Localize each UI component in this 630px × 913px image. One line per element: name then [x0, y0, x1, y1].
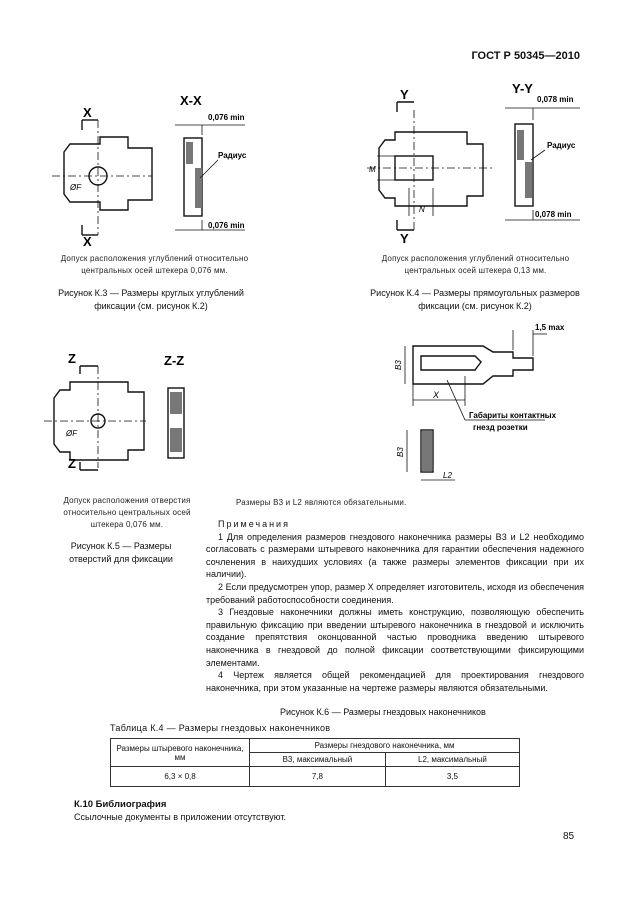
table-cell: 6,3 × 0,8 [109, 766, 251, 787]
caption-k5: Рисунок К.5 — Размеры отверстий для фикс… [69, 541, 173, 564]
dim-15-k6: 1,5 max [535, 323, 565, 332]
diameter-label-k3: ØF [69, 183, 82, 192]
caption-k3: Рисунок К.3 — Размеры круглых углублений… [58, 288, 244, 311]
bibliography-heading: К.10 Библиография [74, 799, 167, 810]
diameter-label-k5: ØF [65, 429, 78, 438]
note-k5: Допуск расположения отверстия относитель… [63, 496, 191, 529]
section-marker-z-top: Z [68, 351, 76, 366]
contact-label-line2: гнезд розетки [473, 423, 528, 432]
section-marker-y-bottom: Y [400, 231, 409, 246]
radius-label-k3: Радиус [218, 151, 247, 160]
mandatory-note-k6: Размеры B3 и L2 являются обязательными. [236, 498, 407, 507]
table-col2-header: B3, максимальный [249, 752, 386, 767]
table-cell: 7,8 [249, 766, 386, 787]
dim-top-k4: 0,078 min [537, 95, 574, 104]
caption-k6: Рисунок К.6 — Размеры гнездовых наконечн… [280, 707, 486, 717]
table-col3-header: L2, максимальный [384, 752, 521, 767]
note-1: 1 Для определения размеров гнездового на… [206, 531, 584, 580]
dim-x-k6: X [432, 390, 440, 400]
figure-k3-drawing: X X X-X 0,076 min 0,076 min Радиус ØF [52, 93, 247, 249]
section-marker-z-bottom: Z [68, 456, 76, 471]
notes-heading: Примечания [218, 519, 290, 529]
note-k4: Допуск расположения углублений относител… [381, 254, 570, 275]
note-3: 3 Гнездовые наконечники должны иметь кон… [206, 607, 584, 668]
dim-b3-bottom-k6: B3 [396, 447, 405, 457]
figure-k5-drawing: Z Z Z-Z ØF [44, 351, 185, 471]
document-id: ГОСТ Р 50345—2010 [471, 50, 580, 62]
figure-k4-drawing: Y Y Y-Y 0,078 min 0,078 min Радиус M N [367, 81, 580, 246]
dim-m-k4: M [369, 165, 376, 174]
caption-k4: Рисунок К.4 — Размеры прямоугольных разм… [370, 288, 580, 311]
bibliography-text: Ссылочные документы в приложении отсутст… [74, 812, 286, 822]
section-marker-x-top: X [83, 105, 92, 120]
section-title-yy: Y-Y [512, 81, 533, 96]
table-col1-header: Размеры штыревого наконечника, мм [109, 738, 251, 767]
dim-bottom-k4: 0,078 min [535, 210, 572, 219]
table-title: Таблица К.4 — Размеры гнездовых наконечн… [110, 723, 331, 733]
section-marker-x-bottom: X [83, 234, 92, 249]
dim-top-k3: 0,076 min [208, 113, 245, 122]
dim-l2-k6: L2 [443, 471, 452, 480]
contact-label-line1: Габариты контактных [469, 411, 557, 420]
page-number: 85 [563, 831, 575, 842]
dim-b3-top-k6: B3 [394, 360, 403, 370]
table-cell: 3,5 [384, 766, 521, 787]
radius-label-k4: Радиус [547, 141, 576, 150]
table-group-header: Размеры гнездового наконечника, мм [249, 738, 520, 753]
section-title-xx: X-X [180, 93, 202, 108]
note-2: 2 Если предусмотрен упор, размер X опред… [206, 581, 584, 605]
notes-block: Примечания 1 Для определения размеров гн… [206, 518, 584, 694]
note-k3: Допуск расположения углублений относител… [60, 254, 249, 275]
section-marker-y-top: Y [400, 87, 409, 102]
figure-k6-drawing: 1,5 max B3 X Габариты контактных гнезд р… [394, 323, 565, 481]
table-k4: Размеры штыревого наконечника, мм Размер… [109, 738, 521, 787]
dim-bottom-k3: 0,076 min [208, 221, 245, 230]
dim-n-k4: N [419, 205, 425, 214]
note-4: 4 Чертеж является общей рекомендацией дл… [206, 670, 584, 693]
section-title-zz: Z-Z [164, 353, 184, 368]
